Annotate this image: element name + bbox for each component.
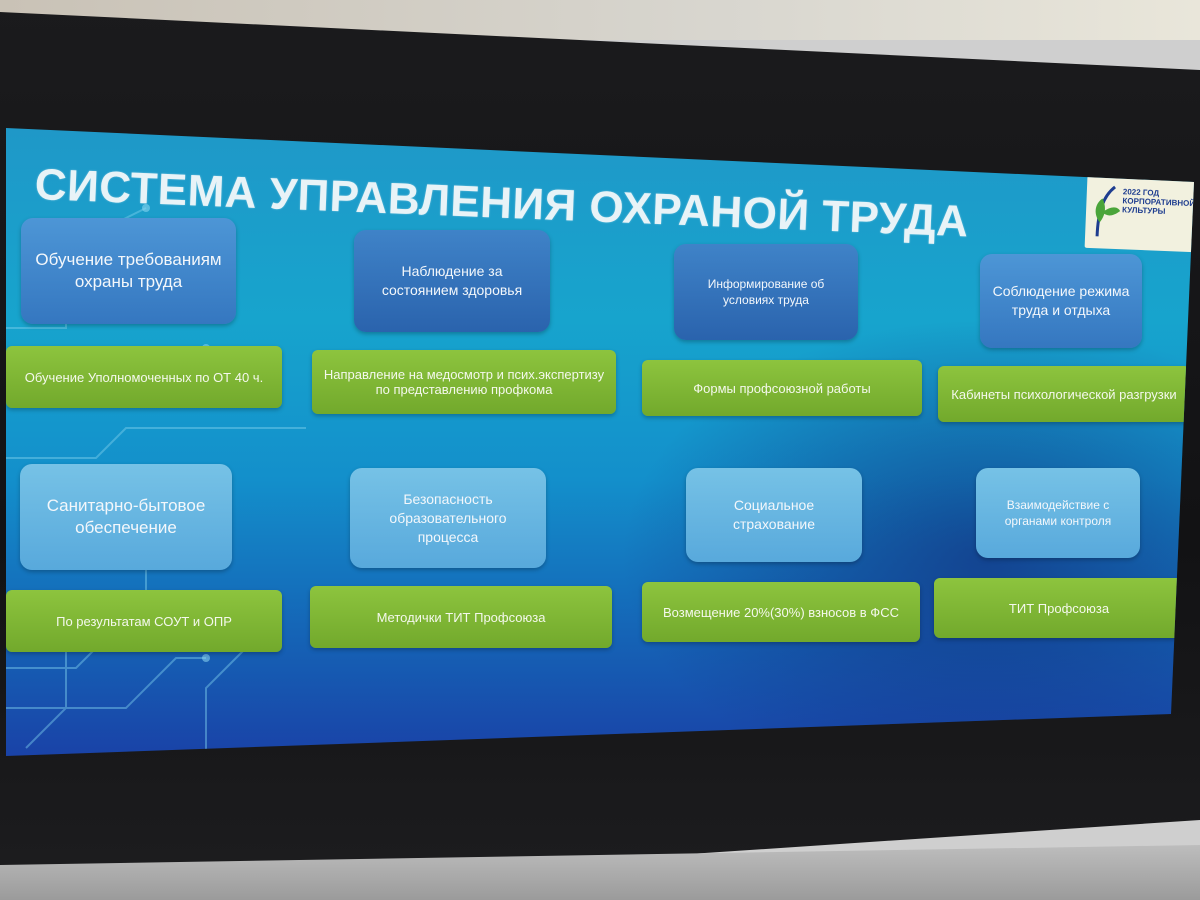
detail-text: ТИТ Профсоюза [1008, 600, 1110, 616]
heading-box-insurance: Социальное страхование [686, 468, 862, 562]
detail-text: Направление на медосмотр и псих.эксперти… [323, 367, 605, 397]
detail-text: Возмещение 20%(30%) взносов в ФСС [663, 604, 899, 620]
detail-box-insurance: Возмещение 20%(30%) взносов в ФСС [642, 582, 920, 642]
heading-box-control: Взаимодействие с органами контроля [976, 468, 1140, 558]
detail-text: Формы профсоюзной работы [693, 380, 871, 396]
heading-box-information: Информирование об условиях труда [674, 244, 858, 340]
heading-text: Санитарно-бытовое обеспечение [46, 496, 206, 537]
heading-box-health: Наблюдение за состоянием здоровья [354, 230, 550, 332]
heading-text: Взаимодействие с органами контроля [1004, 498, 1112, 528]
detail-box-safety: Методички ТИТ Профсоюза [310, 586, 612, 648]
heading-text: Наблюдение за состоянием здоровья [381, 263, 523, 298]
heading-text: Соблюдение режима труда и отдыха [992, 283, 1130, 318]
detail-box-control: ТИТ Профсоюза [934, 578, 1184, 638]
logo-badge: 2022 ГОД КОРПОРАТИВНОЙ КУЛЬТУРЫ [1084, 175, 1194, 253]
detail-box-training: Обучение Уполномоченных по ОТ 40 ч. [6, 346, 282, 408]
heading-box-sanitary: Санитарно-бытовое обеспечение [20, 464, 232, 570]
logo-text: 2022 ГОД КОРПОРАТИВНОЙ КУЛЬТУРЫ [1121, 187, 1194, 216]
detail-text: По результатам СОУТ и ОПР [56, 613, 232, 629]
detail-box-work-rest: Кабинеты психологической разгрузки [938, 366, 1190, 422]
leaf-logo-icon [1095, 185, 1121, 237]
heading-text: Обучение требованиям охраны труда [35, 250, 222, 291]
detail-text: Кабинеты психологической разгрузки [951, 386, 1177, 402]
detail-box-health: Направление на медосмотр и псих.эксперти… [312, 350, 616, 414]
presentation-slide: СИСТЕМА УПРАВЛЕНИЯ ОХРАНОЙ ТРУДА 2022 ГО… [6, 128, 1194, 756]
heading-text: Информирование об условиях труда [707, 277, 825, 307]
detail-box-information: Формы профсоюзной работы [642, 360, 922, 416]
heading-box-training: Обучение требованиям охраны труда [21, 218, 236, 324]
detail-box-sanitary: По результатам СОУТ и ОПР [6, 590, 282, 652]
heading-box-work-rest: Соблюдение режима труда и отдыха [980, 254, 1142, 348]
heading-text: Безопасность образовательного процесса [389, 490, 507, 545]
heading-box-safety: Безопасность образовательного процесса [350, 468, 546, 568]
heading-text: Социальное страхование [732, 497, 816, 532]
detail-text: Обучение Уполномоченных по ОТ 40 ч. [24, 369, 264, 385]
detail-text: Методички ТИТ Профсоюза [376, 609, 546, 625]
